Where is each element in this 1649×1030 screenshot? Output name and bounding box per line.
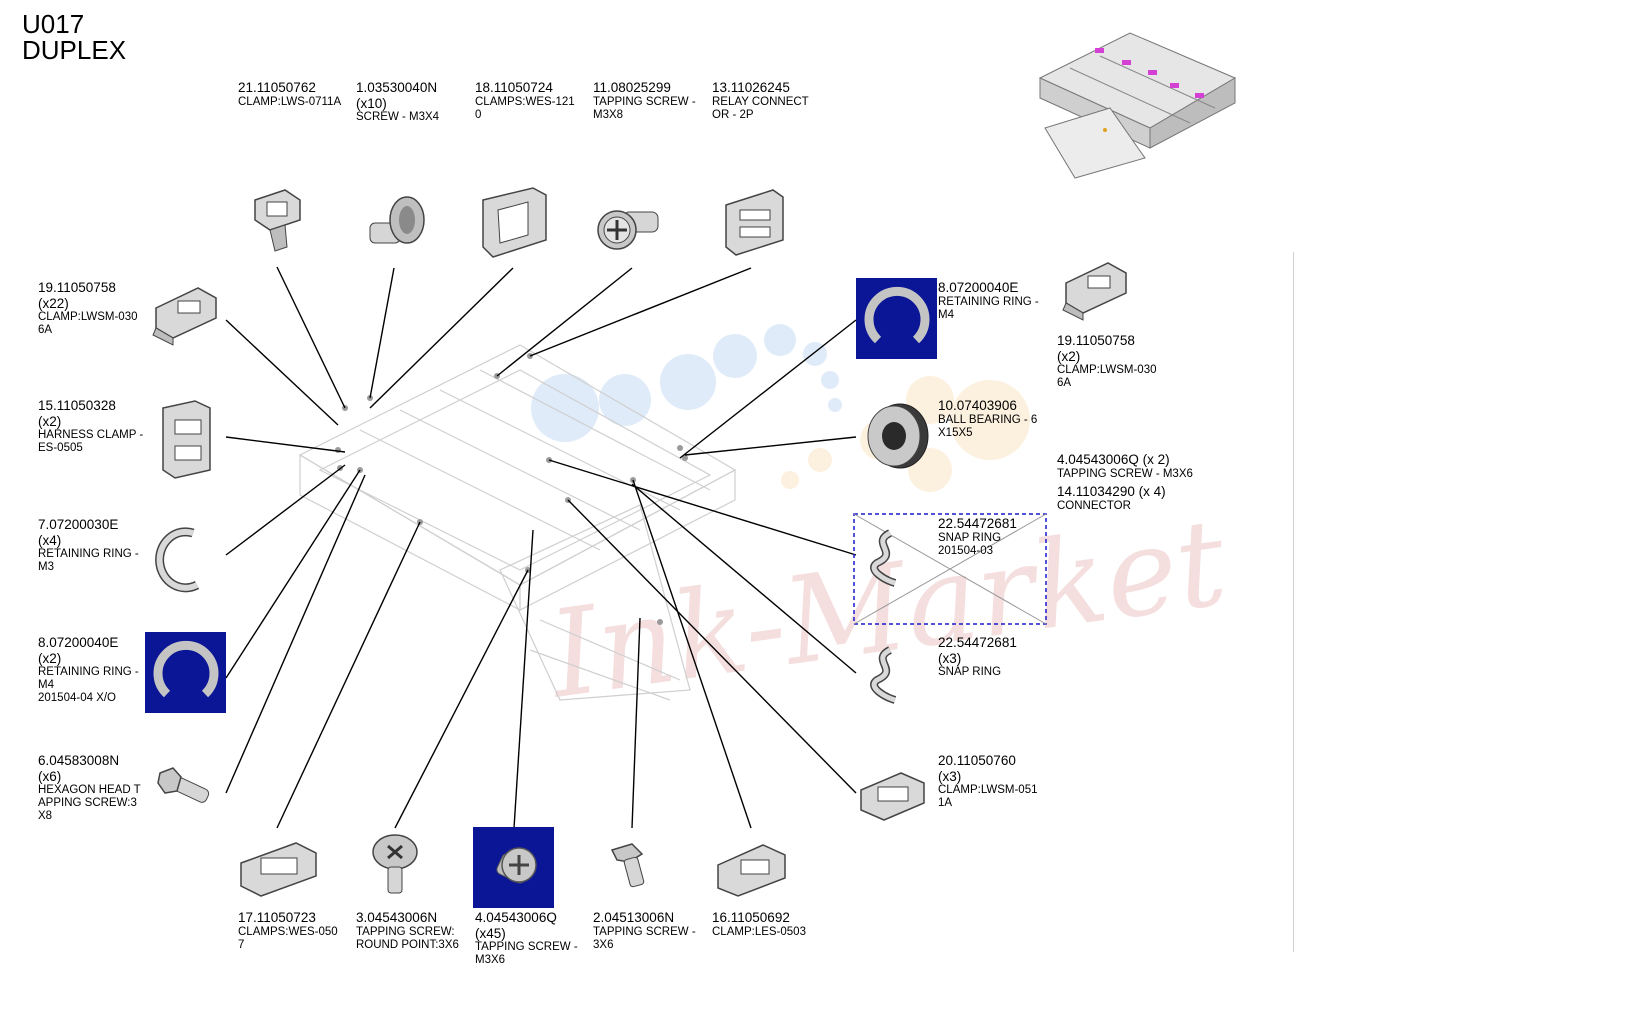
relay-connector-icon [725,189,784,256]
note-connector-desc: CONNECTOR [1057,500,1131,513]
page-code: U017 [22,9,85,39]
snap-ring-icon [870,529,897,587]
part-label-10: 10.07403906 BALL BEARING - 6 X15X5 [938,398,1038,439]
part-label-8b: 8.07200040E RETAINING RING - M4 [938,280,1039,321]
tapping-screw-m3x6-icon [496,847,537,884]
retaining-ring-m4-icon [153,641,219,698]
snap-ring-icon-2 [870,646,897,704]
extra-parts-note: 4.04543006Q (x 2) TAPPING SCREW - M3X6 1… [1057,452,1257,514]
retaining-ring-m4-right-highlight [856,278,937,359]
tapping-screw-m3x6-highlight [473,827,554,908]
part-label-4: 4.04543006Q (x45) TAPPING SCREW - M3X6 [475,910,578,967]
harness-clamp-icon [162,400,211,479]
tapping-screw-3x6-icon [610,843,645,888]
part-label-11: 11.08025299 TAPPING SCREW - M3X8 [593,80,696,121]
page-title: DUPLEX [22,35,127,65]
part-label-6: 6.04583008N (x6) HEXAGON HEAD T APPING S… [38,753,141,823]
note-tapping-screw-desc: TAPPING SCREW - M3X6 [1057,468,1193,481]
part-label-7: 7.07200030E (x4) RETAINING RING - M3 [38,517,139,574]
part-label-21: 21.11050762 CLAMP:LWS-0711A [238,80,342,108]
part-label-17: 17.11050723 CLAMPS:WES-050 7 [238,910,338,951]
part-label-22b: 22.54472681 (x3) SNAP RING [938,635,1017,679]
part-label-18: 18.11050724 CLAMPS:WES-121 0 [475,80,575,121]
part-label-20: 20.11050760 (x3) CLAMP:LWSM-051 1A [938,753,1038,810]
retaining-ring-m4-right-icon [864,287,930,344]
part-label-16: 16.11050692 CLAMP:LES-0503 [712,910,806,938]
divider [1293,252,1294,952]
unit-thumbnail [1038,32,1237,179]
part-label-3: 3.04543006N TAPPING SCREW: ROUND POINT:3… [356,910,459,951]
ball-bearing-icon [867,403,929,469]
tapping-screw-m3x8-icon [597,210,659,250]
part-label-1: 1.03530040N (x10) SCREW - M3X4 [356,80,440,124]
clamps-wes-icon [482,187,547,258]
clamps-wes-0507-icon [240,842,317,897]
part-label-22a: 22.54472681 SNAP RING 201504-03 [938,516,1017,557]
retaining-ring-m3-icon [155,527,200,593]
part-label-8a: 8.07200040E (x2) RETAINING RING - M4 201… [38,635,139,705]
part-label-13: 13.11026245 RELAY CONNECT OR - 2P [712,80,809,121]
screw-m3x4-icon [369,196,425,244]
clamp-lwsm-icon [152,287,217,346]
retaining-ring-m4-highlight [145,632,226,713]
clamp-lwsm-right-icon [1062,262,1127,321]
hexagon-head-screw-icon [157,767,210,803]
part-label-19a: 19.11050758 (x22) CLAMP:LWSM-030 6A [38,280,138,337]
clamp-lwsm-051-icon [860,772,925,821]
clamp-lws-icon [254,189,301,252]
round-point-screw-icon [372,834,418,894]
note-connector-num: 14.11034290 (x 4) [1057,483,1166,499]
note-tapping-screw-num: 4.04543006Q (x 2) [1057,452,1170,467]
part-label-2: 2.04513006N TAPPING SCREW - 3X6 [593,910,696,951]
part-label-15: 15.11050328 (x2) HARNESS CLAMP - ES-0505 [38,398,144,455]
clamp-les-icon [717,844,786,897]
part-label-19b: 19.11050758 (x2) CLAMP:LWSM-030 6A [1057,333,1157,390]
